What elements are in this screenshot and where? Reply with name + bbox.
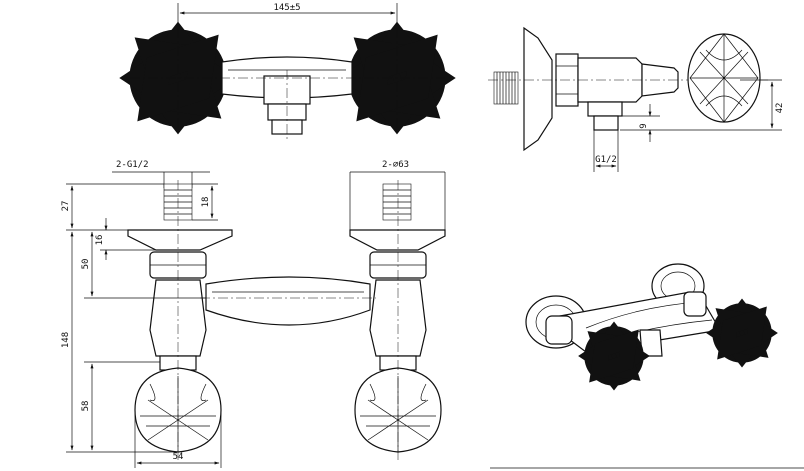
dim-42: 42 [775, 103, 785, 114]
dim-58: 58 [81, 401, 91, 412]
top-view: 145±5 [130, 3, 445, 140]
dim-18: 18 [201, 197, 211, 208]
dim-2-g12: 2-G1/2 [116, 160, 149, 170]
front-view: 2-G1/2 2-∅63 [61, 160, 446, 468]
thread-g12: G1/2 [595, 155, 617, 165]
dim-145: 145±5 [273, 3, 300, 13]
dim-27: 27 [61, 201, 71, 212]
dim-9: 9 [639, 123, 649, 128]
dim-54: 54 [173, 452, 184, 462]
dim-2-dia63: 2-∅63 [382, 160, 409, 170]
isometric-view [490, 263, 804, 469]
dim-148: 148 [61, 332, 71, 348]
dim-50: 50 [81, 259, 91, 270]
dim-16: 16 [95, 235, 105, 246]
side-view: 42 9 G1/2 [488, 26, 785, 172]
